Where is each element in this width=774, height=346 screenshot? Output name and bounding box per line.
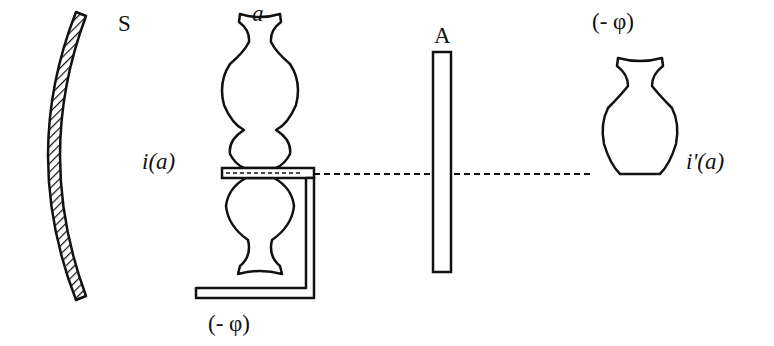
magnification-label: (- φ) bbox=[208, 312, 250, 335]
inverted-vase bbox=[226, 178, 294, 274]
mirror-label: S bbox=[118, 12, 131, 35]
concave-mirror bbox=[48, 12, 86, 300]
shelf-dash bbox=[226, 172, 300, 174]
magnification-label: (- φ) bbox=[592, 10, 634, 33]
shelf bbox=[222, 168, 314, 178]
bracket bbox=[196, 178, 314, 298]
image-vase bbox=[603, 58, 678, 174]
object-label: i(a) bbox=[142, 150, 175, 173]
object-label: a bbox=[252, 2, 264, 25]
plate bbox=[433, 52, 451, 272]
plate-label: A bbox=[434, 24, 451, 47]
object-vase bbox=[222, 14, 298, 168]
image-label: i'(a) bbox=[686, 150, 724, 173]
